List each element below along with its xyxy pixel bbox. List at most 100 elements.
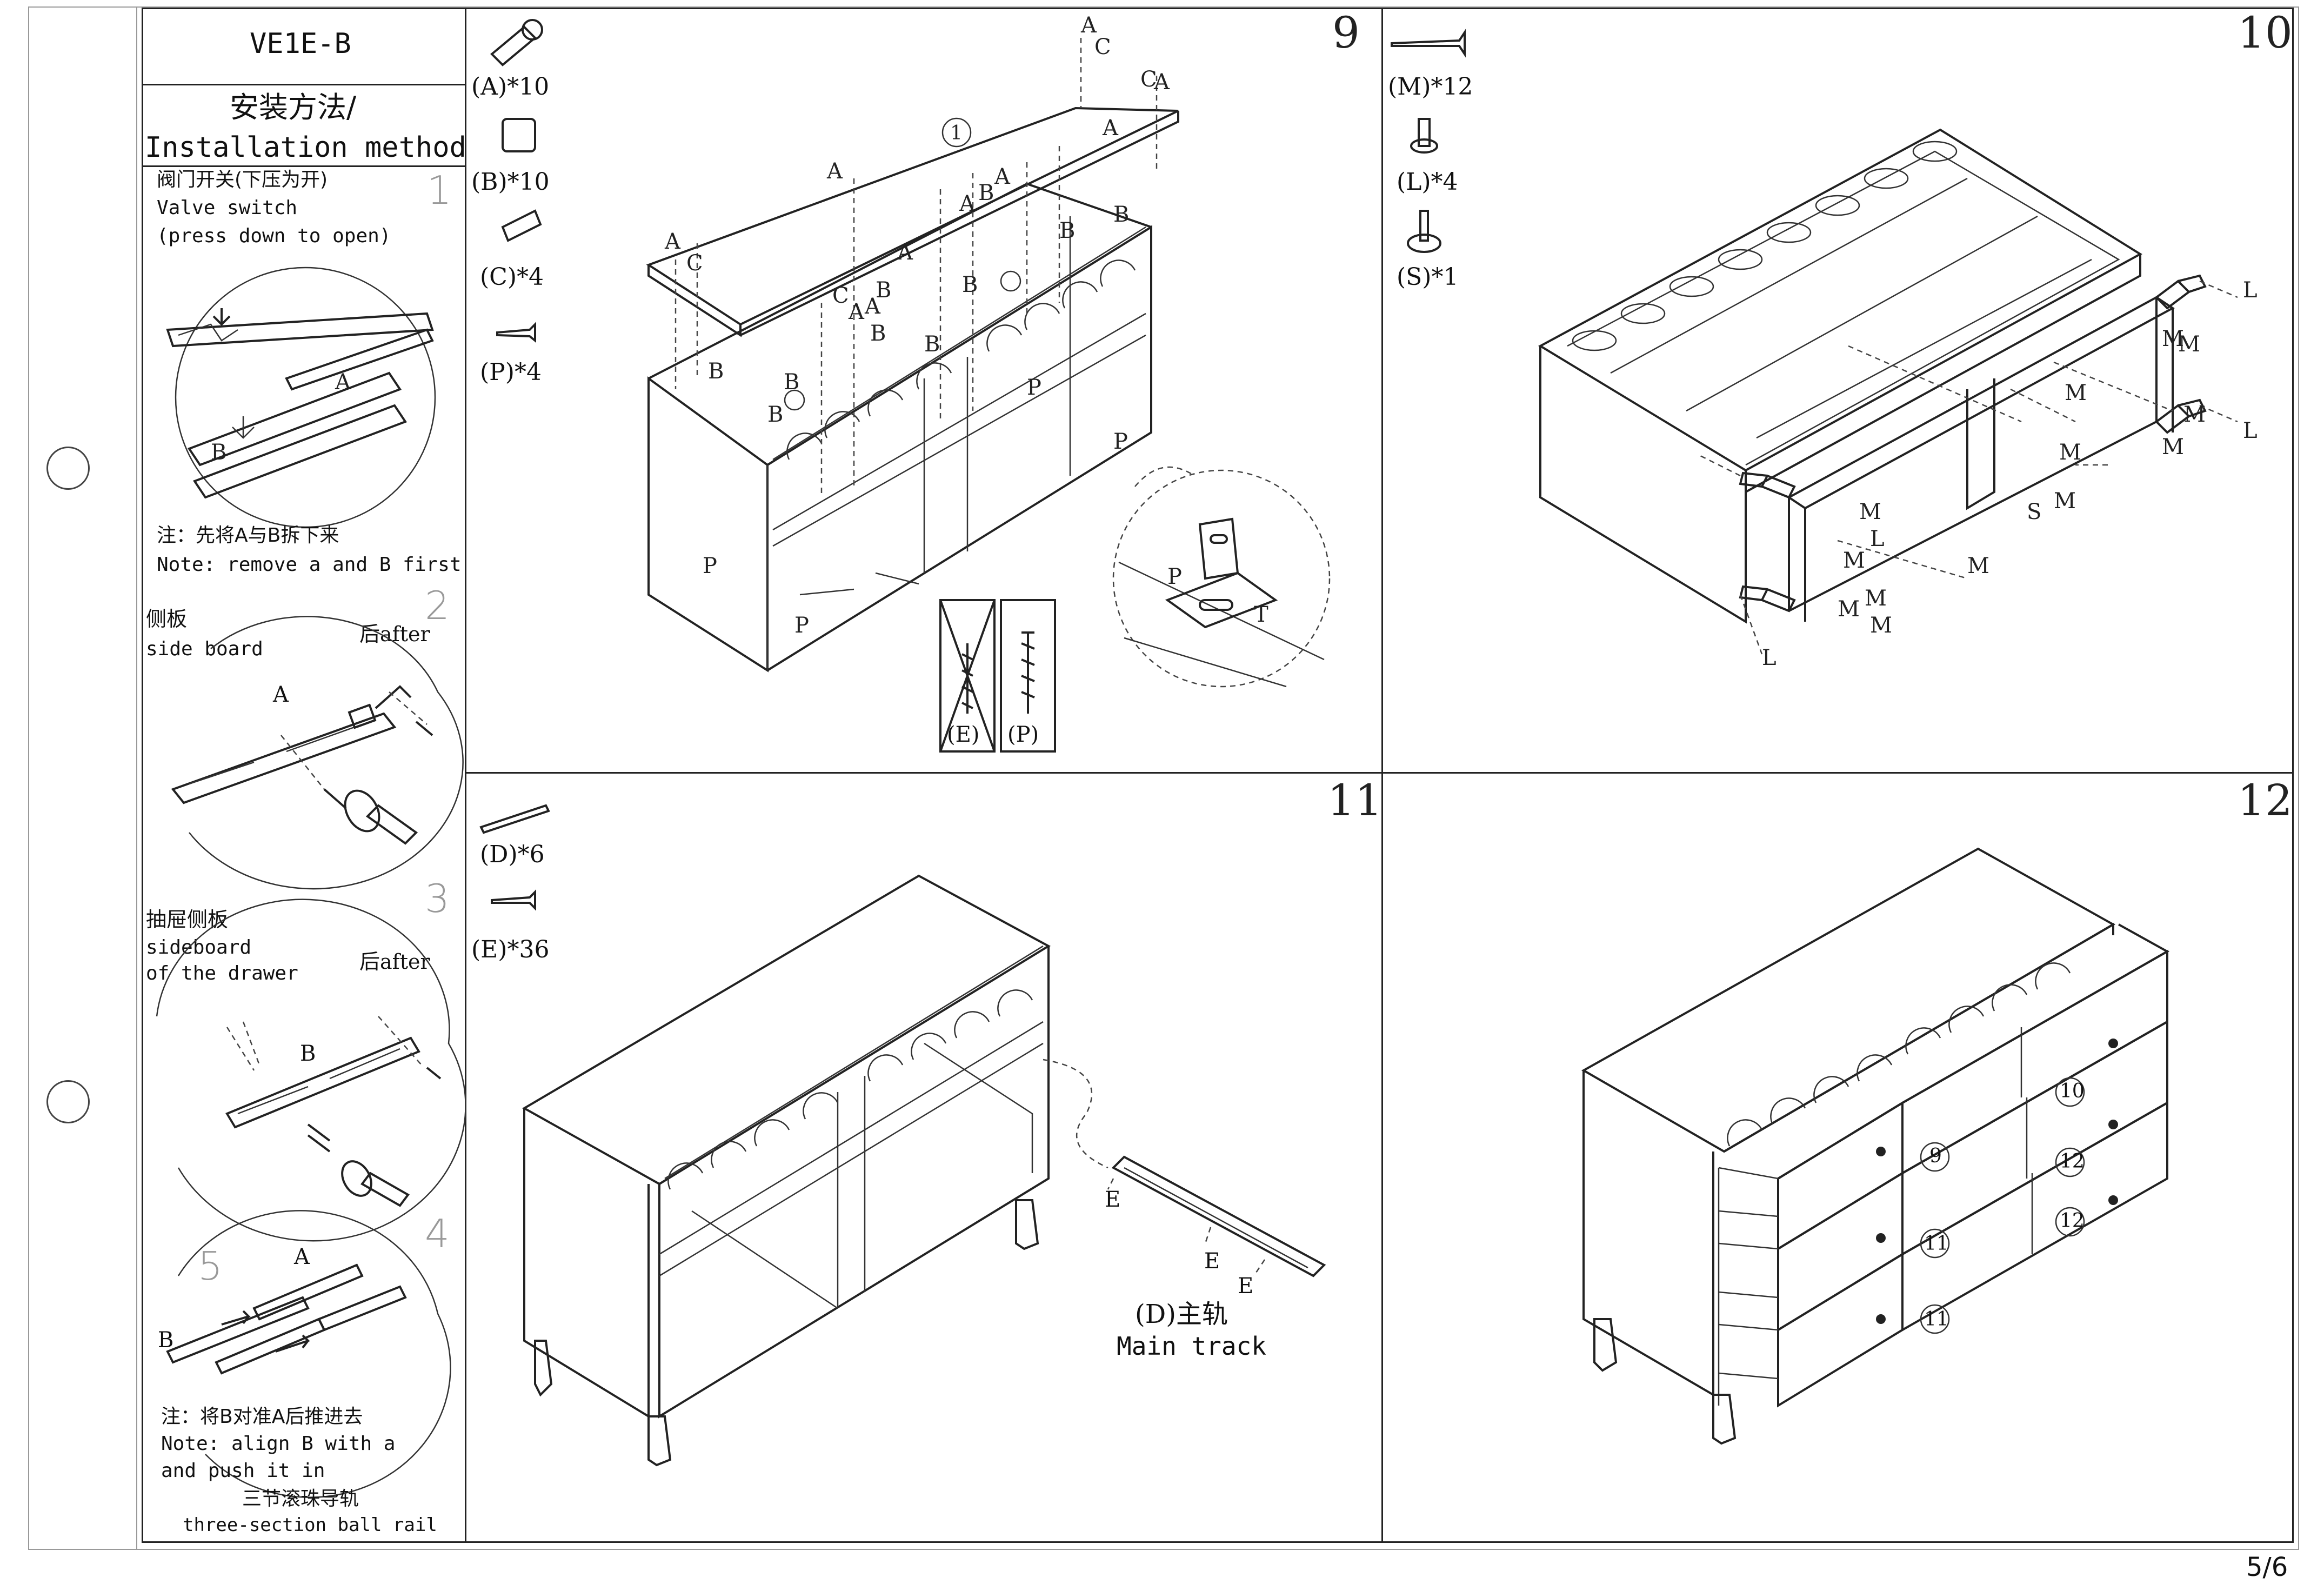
svg-text:L: L bbox=[1870, 527, 1885, 551]
step3-after: 后after bbox=[359, 950, 430, 974]
panel10-cabinet-upside-down: L L L M M M M M M M M M M M M M S L bbox=[1538, 128, 2258, 670]
svg-text:C: C bbox=[832, 283, 849, 308]
title-divider bbox=[142, 165, 466, 167]
svg-text:P: P bbox=[1027, 375, 1041, 400]
svg-text:A: A bbox=[1102, 116, 1119, 141]
panel11-part-d: (D)*6 bbox=[480, 841, 545, 868]
svg-text:P: P bbox=[1167, 564, 1182, 589]
svg-text:M: M bbox=[2162, 327, 2184, 351]
panel9-screw-boxes bbox=[939, 599, 1056, 753]
binder-hole-bottom bbox=[46, 1080, 90, 1123]
step1-number: 1 bbox=[427, 168, 452, 213]
svg-text:1: 1 bbox=[950, 122, 963, 144]
svg-text:L: L bbox=[2243, 278, 2258, 303]
svg-text:T: T bbox=[1254, 602, 1268, 627]
svg-text:A: A bbox=[848, 300, 865, 324]
step2-label-a: A bbox=[273, 682, 289, 707]
step4-note-en-2: and push it in bbox=[161, 1460, 325, 1482]
svg-text:A: A bbox=[1153, 70, 1170, 95]
svg-text:M: M bbox=[2178, 332, 2200, 357]
step1-note-zh: 注：先将A与B拆下来 bbox=[157, 524, 339, 547]
step4-label-b: B bbox=[158, 1328, 174, 1353]
box-p-label: (P) bbox=[1007, 722, 1039, 747]
svg-text:M: M bbox=[2054, 489, 2076, 514]
sidebar-divider bbox=[465, 8, 466, 1543]
drawer-label-12a: 12 bbox=[2060, 1150, 2085, 1173]
drawer-label-11b: 11 bbox=[1924, 1308, 1949, 1330]
svg-text:M: M bbox=[1843, 548, 1865, 573]
model-divider bbox=[142, 84, 466, 85]
svg-text:M: M bbox=[2065, 381, 2087, 405]
panel10-part-icons bbox=[1391, 29, 1466, 253]
drawer-label-12b: 12 bbox=[2060, 1210, 2085, 1232]
panel10-part-m: (M)*12 bbox=[1388, 73, 1473, 101]
panel9-cabinet-exploded: A C C A A C A A A B A C A A B A B B B B … bbox=[646, 13, 1179, 673]
svg-text:S: S bbox=[2027, 500, 2041, 524]
track-label-e2: E bbox=[1204, 1249, 1220, 1274]
svg-text:M: M bbox=[1865, 586, 1887, 611]
panel10-part-l: (L)*4 bbox=[1397, 168, 1458, 196]
step4-diagram bbox=[166, 1210, 451, 1498]
svg-text:A: A bbox=[864, 294, 881, 319]
svg-text:M: M bbox=[1870, 613, 1892, 638]
svg-text:P: P bbox=[794, 613, 809, 638]
step3-diagram bbox=[156, 899, 466, 1242]
step2-diagram bbox=[171, 616, 464, 890]
svg-text:A: A bbox=[897, 240, 913, 265]
box-e-label: (E) bbox=[947, 722, 980, 747]
binder-hole-top bbox=[46, 447, 90, 490]
svg-text:C: C bbox=[1140, 67, 1157, 92]
step3-label-b: B bbox=[300, 1041, 316, 1066]
step4-note-en: Note: align B with a bbox=[161, 1433, 396, 1455]
step2-number: 2 bbox=[425, 583, 450, 628]
svg-text:L: L bbox=[2243, 418, 2258, 443]
svg-text:B: B bbox=[876, 278, 891, 303]
main-track-zh: (D)主轨 bbox=[1135, 1299, 1228, 1329]
install-title-zh: 安装方法/ bbox=[230, 90, 357, 124]
step4-note-zh: 注：将B对准A后推进去 bbox=[161, 1406, 363, 1428]
step3-subtitle-en: of the drawer bbox=[146, 962, 298, 984]
svg-text:B: B bbox=[962, 272, 978, 297]
panel11-part-e: (E)*36 bbox=[471, 936, 550, 963]
panel12-cabinet-complete bbox=[1581, 847, 2170, 1445]
step2-title-en: side board bbox=[146, 638, 263, 660]
panel9-bracket-detail: P T bbox=[1112, 466, 1331, 688]
panel-vertical-divider bbox=[1381, 8, 1383, 1543]
svg-text:A: A bbox=[826, 159, 843, 184]
rail-title-zh: 三节滚珠导轨 bbox=[242, 1488, 359, 1510]
binder-margin-line bbox=[136, 6, 137, 1550]
track-label-e3: E bbox=[1238, 1274, 1254, 1299]
main-frame bbox=[142, 8, 2294, 1543]
step3-number: 3 bbox=[425, 876, 450, 921]
svg-text:B: B bbox=[978, 181, 994, 205]
drawer-label-10: 10 bbox=[2060, 1080, 2085, 1102]
step2-title-zh: 侧板 bbox=[146, 607, 188, 631]
svg-text:C: C bbox=[1094, 35, 1111, 59]
panel9-part-p: (P)*4 bbox=[480, 358, 542, 386]
svg-text:C: C bbox=[686, 251, 703, 276]
outer-frame bbox=[28, 6, 2299, 1550]
panel9-part-b: (B)*10 bbox=[471, 168, 550, 196]
panel11-cabinet bbox=[522, 874, 1108, 1467]
track-label-e1: E bbox=[1105, 1187, 1121, 1212]
step1-title-zh: 阀门开关(下压为开) bbox=[157, 169, 328, 191]
svg-text:A: A bbox=[994, 164, 1011, 189]
svg-text:B: B bbox=[767, 402, 783, 427]
step1-title-en: Valve switch bbox=[157, 197, 298, 219]
panel10-number: 10 bbox=[2238, 8, 2293, 58]
svg-text:A: A bbox=[335, 370, 351, 395]
step1-note-en: Note: remove a and B first bbox=[157, 554, 462, 576]
panel9-part-icons bbox=[490, 19, 543, 343]
panel11-part-icons bbox=[479, 804, 550, 911]
step5-number: 5 bbox=[198, 1243, 223, 1289]
main-track-en: Main track bbox=[1117, 1332, 1266, 1361]
svg-text:B: B bbox=[924, 332, 940, 357]
svg-text:M: M bbox=[2183, 402, 2206, 427]
model-number: VE1E-B bbox=[250, 28, 351, 60]
drawer-label-11a: 11 bbox=[1924, 1233, 1949, 1255]
page-number: 5/6 bbox=[2246, 1552, 2288, 1582]
svg-text:B: B bbox=[870, 321, 886, 346]
panel11-number: 11 bbox=[1327, 775, 1383, 826]
step1-diagram: A B bbox=[166, 267, 436, 528]
panel9-part-a: (A)*10 bbox=[471, 73, 550, 101]
